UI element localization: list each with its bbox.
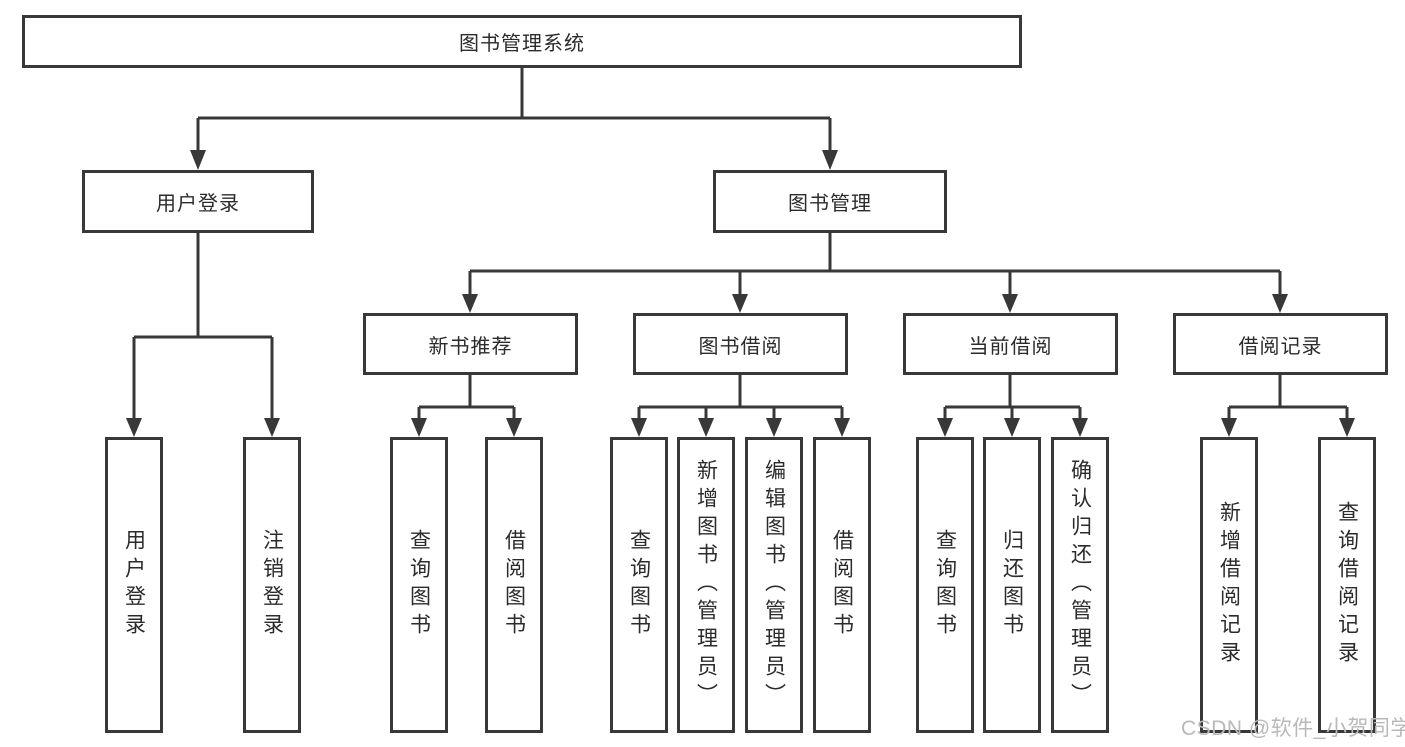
connector-borrow-to-leaves	[637, 375, 844, 420]
node-root: 图书管理系统	[22, 15, 1022, 68]
leaf-add-books-admin: 新增图书（管理员）	[677, 437, 735, 733]
connector-newbook-to-leaves	[417, 375, 516, 420]
arrowhead	[1221, 418, 1237, 437]
leaf-label: 确认归还（管理员）	[1068, 459, 1092, 711]
leaf-query-books-2: 查询图书	[610, 437, 668, 733]
leaf-add-borrow-record: 新增借阅记录	[1200, 437, 1258, 733]
arrowhead	[698, 418, 714, 437]
leaf-label: 归还图书	[1000, 529, 1024, 641]
arrowhead	[190, 150, 206, 170]
arrowhead	[766, 418, 782, 437]
node-user-login-label: 用户登录	[156, 193, 240, 215]
arrowhead	[937, 418, 953, 437]
arrowhead	[126, 418, 142, 437]
arrowhead	[822, 150, 838, 170]
arrowhead	[834, 418, 850, 437]
arrowhead	[1002, 294, 1018, 313]
leaf-borrow-books-1: 借阅图书	[485, 437, 543, 733]
node-book-management-label: 图书管理	[788, 193, 872, 215]
node-root-label: 图书管理系统	[459, 33, 585, 55]
node-book-management: 图书管理	[713, 170, 947, 233]
arrowhead	[1272, 294, 1288, 313]
arrowheads	[126, 150, 1355, 437]
arrowhead	[1339, 418, 1355, 437]
leaf-query-borrow-record: 查询借阅记录	[1318, 437, 1376, 733]
leaf-label: 新增图书（管理员）	[694, 459, 718, 711]
node-user-login: 用户登录	[82, 170, 314, 233]
connector-current-to-leaves	[943, 375, 1082, 420]
leaf-label: 查询图书	[933, 529, 957, 641]
leaf-label: 借阅图书	[502, 529, 526, 641]
leaf-confirm-return-admin: 确认归还（管理员）	[1051, 437, 1109, 733]
connector-book-mgmt-to-sections	[468, 233, 1282, 296]
leaf-label: 借阅图书	[830, 529, 854, 641]
node-book-borrow-label: 图书借阅	[698, 335, 783, 358]
leaf-label: 查询图书	[407, 529, 431, 641]
leaf-label: 编辑图书（管理员）	[762, 459, 786, 711]
leaf-label: 注销登录	[260, 529, 284, 641]
leaf-label: 查询借阅记录	[1335, 501, 1359, 669]
leaf-return-books: 归还图书	[983, 437, 1041, 733]
arrowhead	[506, 418, 522, 437]
leaf-label: 用户登录	[122, 529, 146, 641]
connector-root-to-level2	[196, 68, 832, 152]
leaf-user-login: 用户登录	[105, 437, 163, 733]
node-new-book-recommend-label: 新书推荐	[428, 335, 513, 358]
arrowhead	[264, 418, 280, 437]
node-current-borrow: 当前借阅	[903, 313, 1118, 375]
csdn-watermark: CSDN @软件_小贺同学	[1181, 717, 1405, 740]
node-borrow-record: 借阅记录	[1173, 313, 1388, 375]
leaf-query-books-1: 查询图书	[390, 437, 448, 733]
leaf-label: 查询图书	[627, 529, 651, 641]
arrowhead	[1004, 418, 1020, 437]
arrowhead	[411, 418, 427, 437]
connector-user-login-to-leaves	[132, 233, 274, 420]
connector-record-to-leaves	[1227, 375, 1349, 420]
node-borrow-record-label: 借阅记录	[1238, 335, 1323, 358]
leaf-label: 新增借阅记录	[1217, 501, 1241, 669]
node-new-book-recommend: 新书推荐	[363, 313, 578, 375]
leaf-query-books-3: 查询图书	[916, 437, 974, 733]
node-current-borrow-label: 当前借阅	[968, 335, 1053, 358]
arrowhead	[732, 294, 748, 313]
arrowhead	[1072, 418, 1088, 437]
leaf-borrow-books-2: 借阅图书	[813, 437, 871, 733]
leaf-edit-books-admin: 编辑图书（管理员）	[745, 437, 803, 733]
arrowhead	[462, 294, 478, 313]
leaf-logout: 注销登录	[243, 437, 301, 733]
arrowhead	[631, 418, 647, 437]
node-book-borrow: 图书借阅	[633, 313, 848, 375]
